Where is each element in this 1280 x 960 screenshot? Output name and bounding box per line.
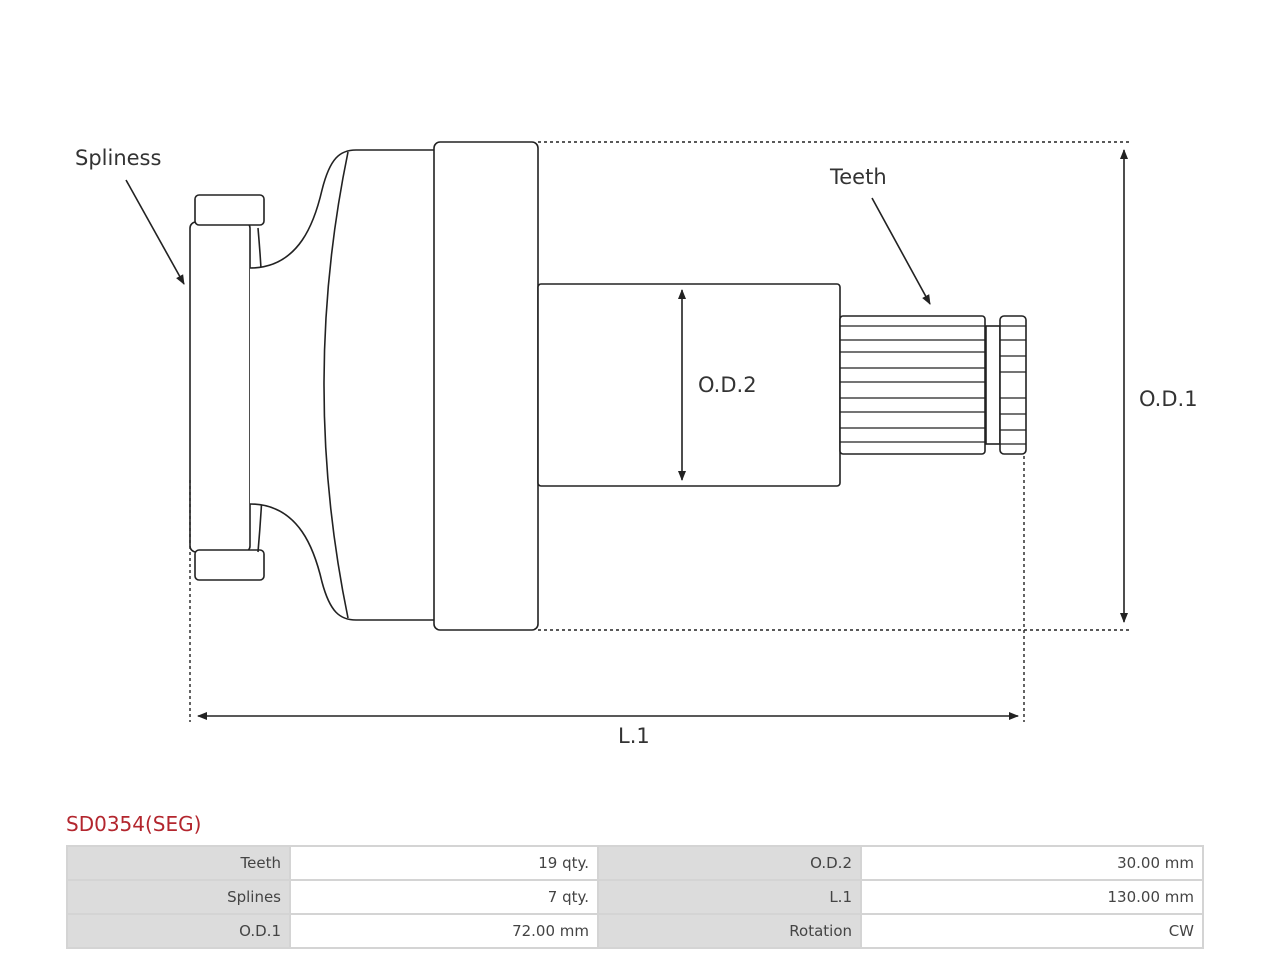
spec-table: Teeth 19 qty. O.D.2 30.00 mm Splines 7 q… <box>66 845 1204 949</box>
spec-label: Rotation <box>599 915 860 947</box>
spec-value: 19 qty. <box>291 847 597 879</box>
spliness-leader-arrow <box>125 179 185 285</box>
table-row: Teeth 19 qty. O.D.2 30.00 mm <box>68 847 1202 879</box>
starter-drive-diagram: Spliness Teeth O.D.2 O.D.1 L.1 <box>75 141 1198 748</box>
tooth-lines <box>840 325 1026 445</box>
spec-value: 7 qty. <box>291 881 597 913</box>
spec-label: Teeth <box>68 847 289 879</box>
spec-label: Splines <box>68 881 289 913</box>
shaft-body <box>537 283 841 487</box>
spec-label: O.D.1 <box>68 915 289 947</box>
l1-label: L.1 <box>618 724 650 748</box>
spec-label: O.D.2 <box>599 847 860 879</box>
teeth-leader-arrow <box>871 197 931 305</box>
part-number-title: SD0354(SEG) <box>66 812 202 836</box>
spec-value: 130.00 mm <box>862 881 1202 913</box>
flange-tab-bottom <box>194 549 265 581</box>
clutch-collar <box>433 141 539 631</box>
extension-lines <box>189 141 1132 722</box>
spec-value: 30.00 mm <box>862 847 1202 879</box>
pinion-groove <box>985 325 1001 445</box>
spliness-label: Spliness <box>75 146 161 170</box>
spec-label: L.1 <box>599 881 860 913</box>
od1-label: O.D.1 <box>1139 387 1198 411</box>
pinion-end <box>999 315 1027 455</box>
pinion-teeth <box>839 315 986 455</box>
table-row: O.D.1 72.00 mm Rotation CW <box>68 915 1202 947</box>
bell-housing <box>249 149 437 621</box>
bell-inner-edge <box>323 151 349 619</box>
od2-label: O.D.2 <box>698 373 757 397</box>
flange-ring <box>189 221 251 553</box>
flange-tab-top <box>194 194 265 226</box>
spec-value: CW <box>862 915 1202 947</box>
table-row: Splines 7 qty. L.1 130.00 mm <box>68 881 1202 913</box>
spec-value: 72.00 mm <box>291 915 597 947</box>
teeth-label: Teeth <box>829 165 887 189</box>
